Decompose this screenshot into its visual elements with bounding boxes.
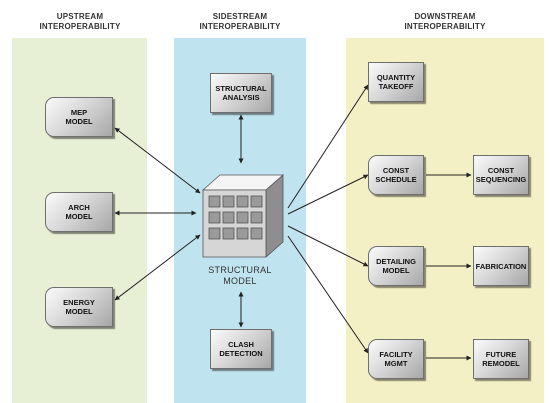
arrow-energy-structural — [114, 234, 201, 301]
facility-mgmt-label: FACILITY MGMT — [379, 350, 413, 368]
structural-analysis-node: STRUCTURAL ANALYSIS — [210, 73, 272, 113]
downstream-header-line-1: DOWNSTREAM — [414, 12, 476, 21]
const-schedule-label: CONST SCHEDULE — [375, 166, 417, 184]
const-sequencing-label: CONST SEQUENCING — [475, 166, 527, 184]
const-schedule-node: CONST SCHEDULE — [368, 155, 424, 195]
mep-model-label: MEP MODEL — [65, 108, 93, 126]
arrow-structural-detailing — [287, 225, 369, 267]
clash-detection-label: CLASH DETECTION — [219, 340, 263, 358]
const-sequencing-node: CONST SEQUENCING — [473, 155, 529, 195]
sidestream-header-line-1: SIDESTREAM — [212, 12, 268, 21]
upstream-header-line-2: INTEROPERABILITY — [39, 22, 121, 31]
upstream-header: UPSTREAM INTEROPERABILITY — [20, 12, 140, 32]
facility-mgmt-node: FACILITY MGMT — [368, 339, 424, 379]
detailing-model-label: DETAILING MODEL — [376, 257, 416, 275]
structural-model-label: STRUCTURAL MODEL — [205, 265, 275, 287]
arrow-structural-schedule — [287, 174, 369, 215]
sidestream-header-line-2: INTEROPERABILITY — [199, 22, 281, 31]
building-icon — [201, 174, 285, 258]
arch-model-label: ARCH MODEL — [65, 203, 93, 221]
structural-analysis-label: STRUCTURAL ANALYSIS — [215, 84, 267, 102]
quantity-takeoff-node: QUANTITY TAKEOFF — [368, 62, 424, 102]
future-remodel-node: FUTURE REMODEL — [473, 339, 529, 379]
arrow-structural-quantity — [287, 84, 369, 209]
downstream-header: DOWNSTREAM INTEROPERABILITY — [385, 12, 505, 32]
fabrication-label: FABRICATION — [475, 261, 527, 271]
future-remodel-label: FUTURE REMODEL — [482, 350, 520, 368]
downstream-header-line-2: INTEROPERABILITY — [404, 22, 486, 31]
energy-model-label: ENERGY MODEL — [63, 298, 95, 316]
upstream-header-line-1: UPSTREAM — [56, 12, 104, 21]
clash-detection-node: CLASH DETECTION — [210, 329, 272, 369]
sidestream-header: SIDESTREAM INTEROPERABILITY — [180, 12, 300, 32]
fabrication-node: FABRICATION — [473, 246, 529, 286]
quantity-takeoff-label: QUANTITY TAKEOFF — [376, 73, 416, 91]
structural-model-line-1: STRUCTURAL — [208, 265, 272, 275]
structural-model-line-2: MODEL — [223, 276, 257, 286]
arrow-mep-structural — [114, 127, 201, 194]
energy-model-node: ENERGY MODEL — [45, 287, 113, 327]
arch-model-node: ARCH MODEL — [45, 192, 113, 232]
mep-model-node: MEP MODEL — [45, 97, 113, 137]
arrow-structural-facility — [287, 235, 369, 354]
detailing-model-node: DETAILING MODEL — [368, 246, 424, 286]
